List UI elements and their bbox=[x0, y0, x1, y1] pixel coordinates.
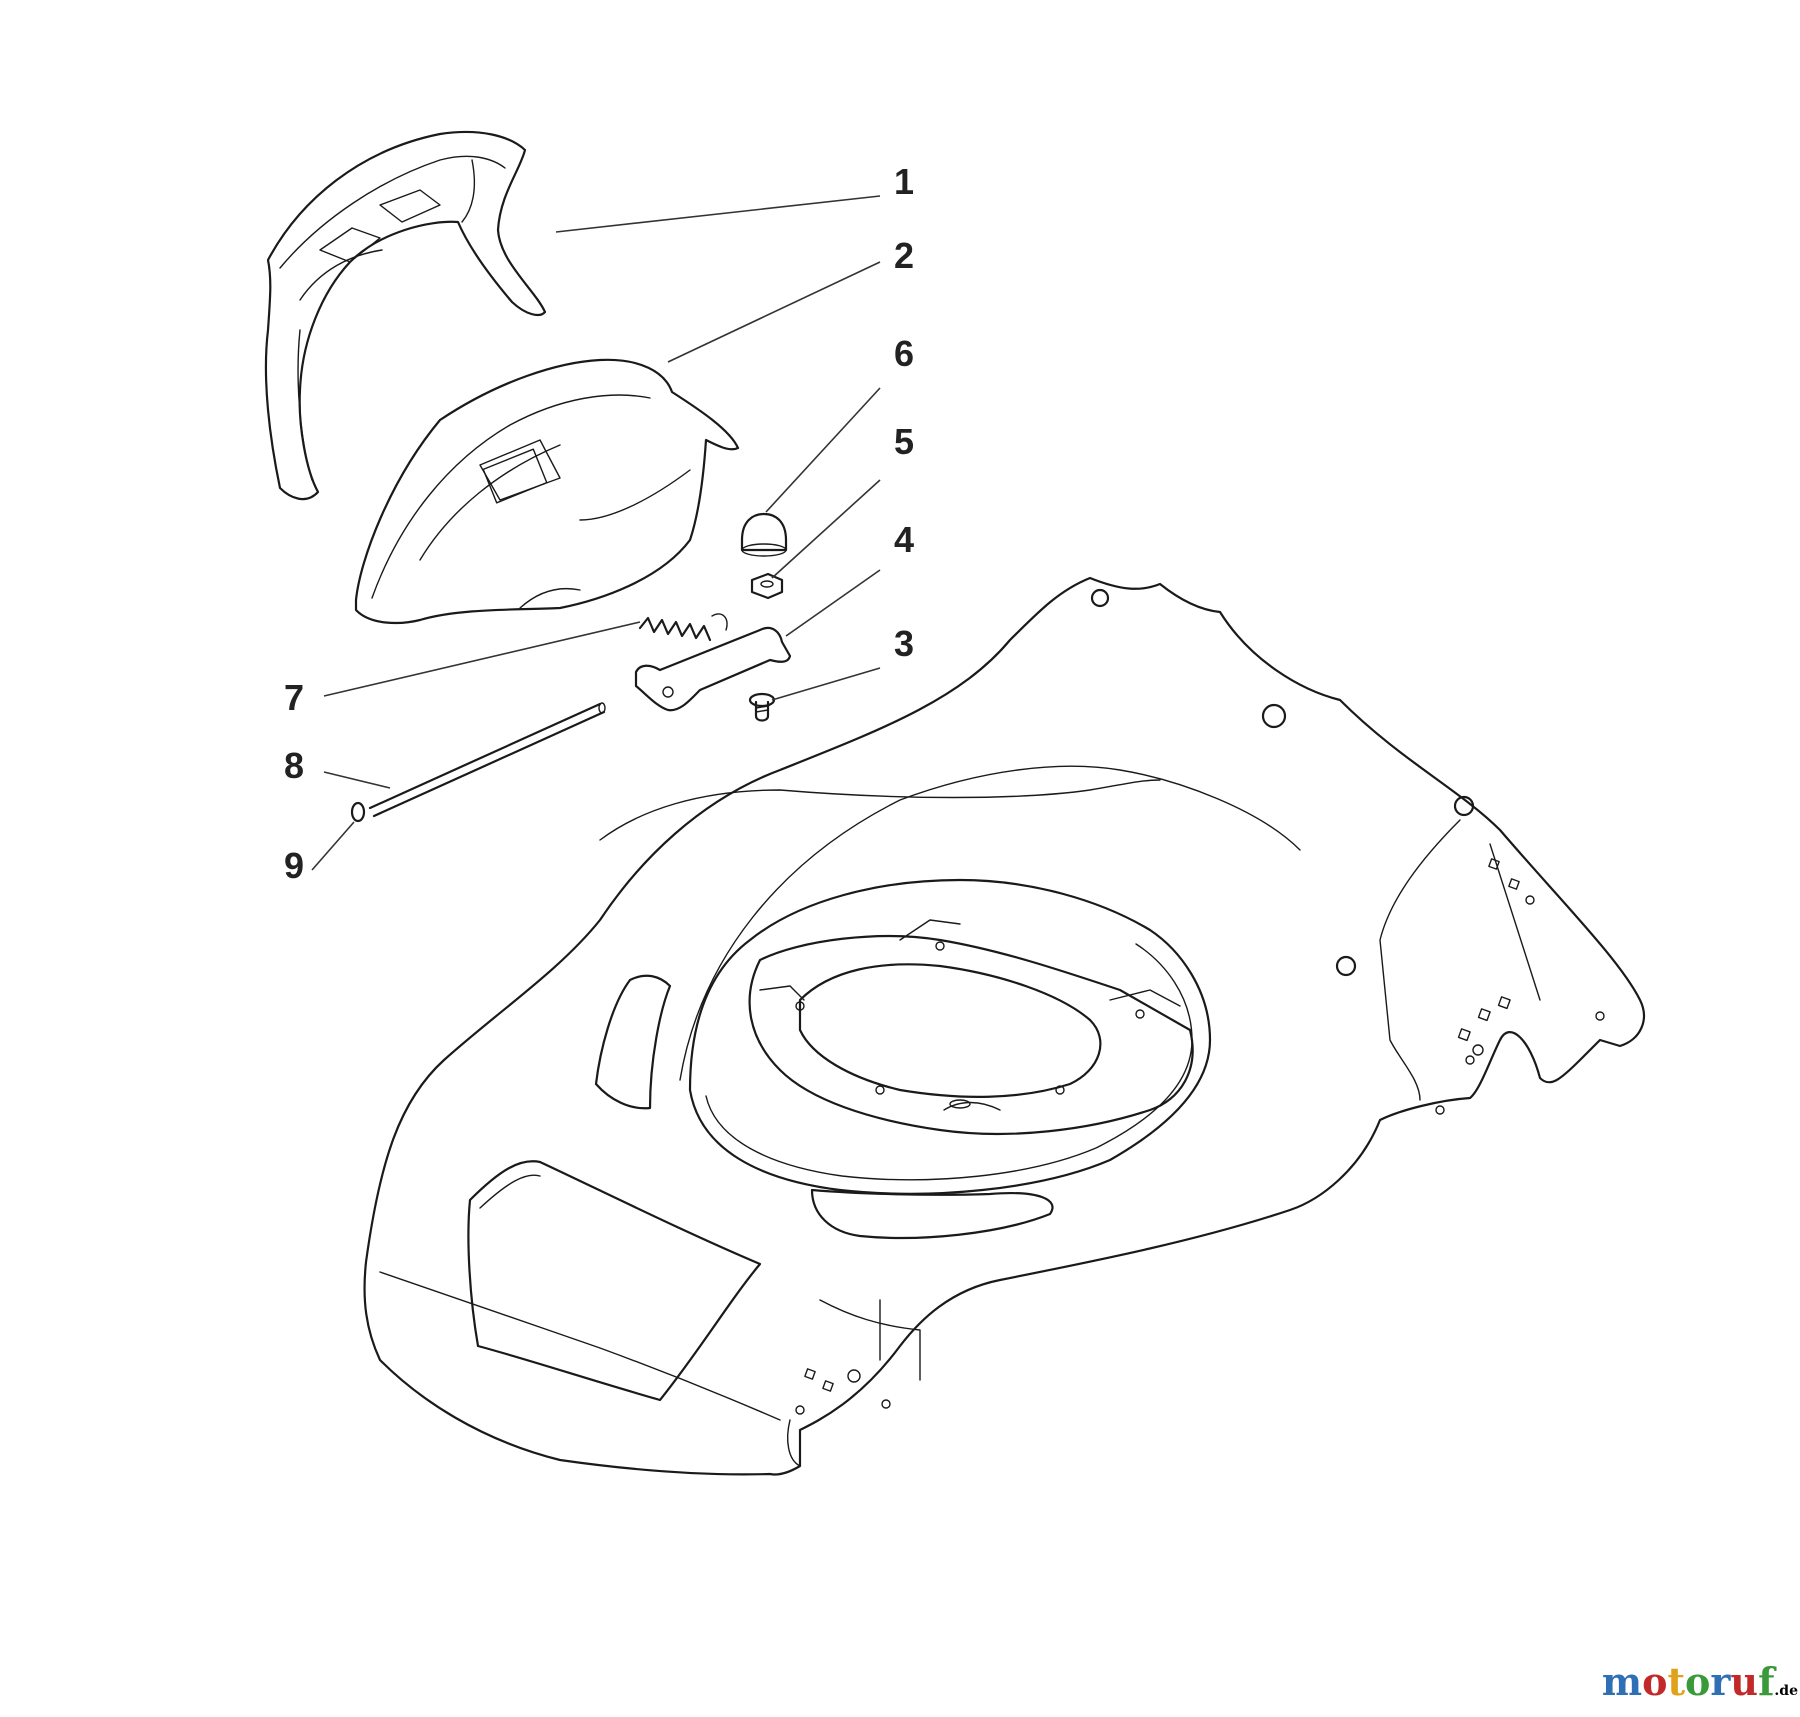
callout-1: 1 bbox=[894, 161, 915, 202]
callout-7: 7 bbox=[284, 677, 305, 718]
part-rear-cover bbox=[264, 130, 547, 501]
watermark-letter: u bbox=[1730, 1659, 1759, 1704]
part-mower-deck bbox=[363, 576, 1645, 1476]
watermark-letter: t bbox=[1667, 1659, 1686, 1704]
callout-2: 2 bbox=[894, 235, 915, 276]
callout-3: 3 bbox=[894, 623, 915, 664]
part-cap-nut bbox=[740, 512, 788, 557]
part-spring bbox=[638, 613, 728, 642]
part-deflector-hood bbox=[354, 358, 740, 625]
leader-lines bbox=[311, 195, 881, 871]
part-nut bbox=[750, 572, 784, 600]
watermark-letter: m bbox=[1601, 1659, 1643, 1704]
watermark-logo: motoruf.de bbox=[1602, 1659, 1798, 1704]
watermark-letter: o bbox=[1685, 1659, 1711, 1704]
watermark-letter: f bbox=[1758, 1659, 1775, 1704]
part-screw bbox=[748, 692, 776, 722]
callout-5: 5 bbox=[894, 421, 915, 462]
watermark-letter: r bbox=[1710, 1659, 1731, 1704]
watermark-tld: .de bbox=[1774, 1683, 1798, 1699]
part-rod bbox=[368, 702, 606, 818]
part-spring-plate bbox=[634, 626, 792, 712]
callout-6: 6 bbox=[894, 333, 915, 374]
callout-8: 8 bbox=[284, 745, 305, 786]
callout-4: 4 bbox=[894, 519, 915, 560]
watermark-letter: o bbox=[1642, 1659, 1668, 1704]
callout-9: 9 bbox=[284, 845, 305, 886]
part-retaining-ring bbox=[350, 801, 366, 823]
watermark-letters: motoruf bbox=[1602, 1659, 1775, 1704]
